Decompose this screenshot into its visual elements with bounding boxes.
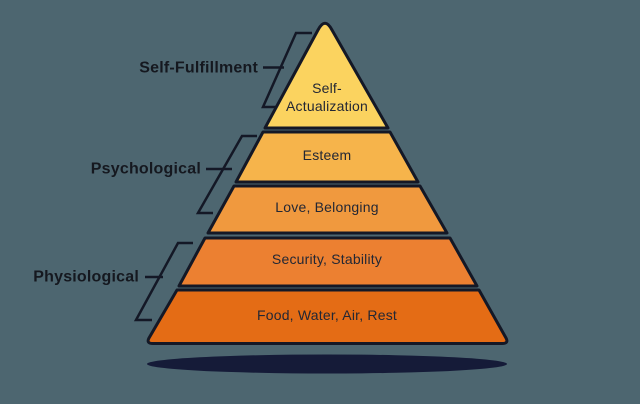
- level-love-belonging: [206, 184, 449, 235]
- level-label-self-actualization-line1: Self-: [312, 80, 342, 96]
- bracket-self-fulfillment: [261, 31, 312, 109]
- level-security-stability: [177, 236, 479, 288]
- level-food-water-air-rest: [146, 288, 509, 345]
- level-label-security-stability: Security, Stability: [272, 251, 382, 267]
- level-esteem: [234, 130, 420, 184]
- bracket-psychological: [195, 134, 257, 215]
- level-label-love-belonging: Love, Belonging: [275, 199, 378, 215]
- level-label-self-actualization-line2: Actualization: [286, 98, 368, 114]
- level-self-actualization: [263, 21, 390, 130]
- side-label-physiological: Physiological: [33, 269, 139, 286]
- side-label-self-fulfillment: Self-Fulfillment: [139, 60, 258, 77]
- level-label-food-water-air-rest: Food, Water, Air, Rest: [257, 307, 397, 323]
- level-label-esteem: Esteem: [303, 147, 352, 163]
- side-label-psychological: Psychological: [91, 161, 201, 178]
- bracket-physiological: [133, 241, 193, 322]
- pyramid-shadow: [147, 354, 507, 374]
